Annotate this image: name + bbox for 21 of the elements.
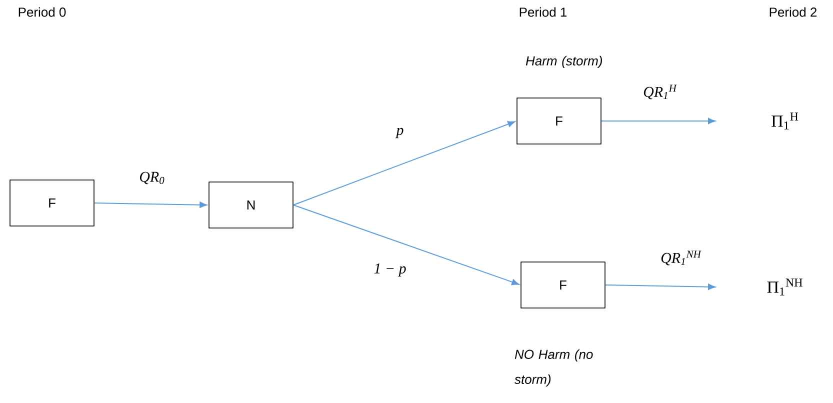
process-box: N (208, 182, 294, 228)
outcome-label: Π$_{1}$H (772, 112, 798, 130)
state-caption: Harm (storm) (526, 56, 602, 68)
arrow (94, 202, 208, 208)
process-box: F (520, 262, 606, 308)
arrow (604, 284, 716, 290)
period-heading: Period 1 (520, 7, 567, 17)
arrow (292, 204, 520, 286)
period-heading: Period 2 (770, 7, 817, 17)
arrow (292, 121, 516, 206)
edge-label: p (395, 126, 405, 140)
outcome-label: Π$_{1}$NH (767, 278, 802, 296)
process-box: F (516, 98, 602, 144)
edge-label: QR$_{1}$NH (660, 250, 702, 266)
process-box: F (10, 180, 94, 226)
arrow (600, 118, 716, 124)
edge-label: 1 − p (372, 262, 408, 278)
state-caption: NO Harm (no storm) (514, 349, 593, 387)
edge-label: QR$_{0}$ (138, 170, 166, 186)
period-heading: Period 0 (18, 7, 66, 17)
edge-label: QR$_{1}$H (642, 84, 678, 100)
